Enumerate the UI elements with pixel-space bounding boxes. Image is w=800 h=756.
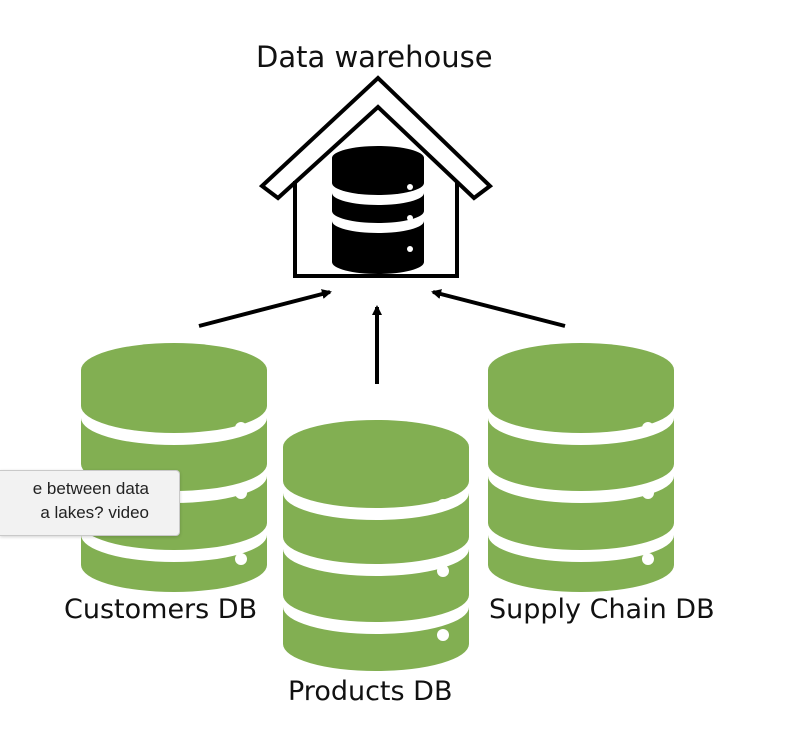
tooltip-line-1: e between data (32, 479, 149, 498)
data-warehouse-label: Data warehouse (256, 40, 493, 74)
products-db-icon (283, 420, 469, 671)
video-tooltip[interactable]: e between data a lakes? video (0, 470, 180, 536)
arrow-supply-to-warehouse (431, 289, 566, 328)
products-db-label: Products DB (288, 676, 453, 707)
supply-chain-db-icon (488, 343, 674, 592)
arrow-customers-to-warehouse (198, 289, 332, 328)
warehouse-house-icon (258, 75, 494, 278)
warehouse-database-icon (332, 146, 424, 274)
customers-db-icon (81, 343, 267, 592)
customers-db-label: Customers DB (64, 594, 258, 625)
supply-chain-db-label: Supply Chain DB (489, 594, 715, 625)
tooltip-line-2: a lakes? video (40, 503, 149, 522)
